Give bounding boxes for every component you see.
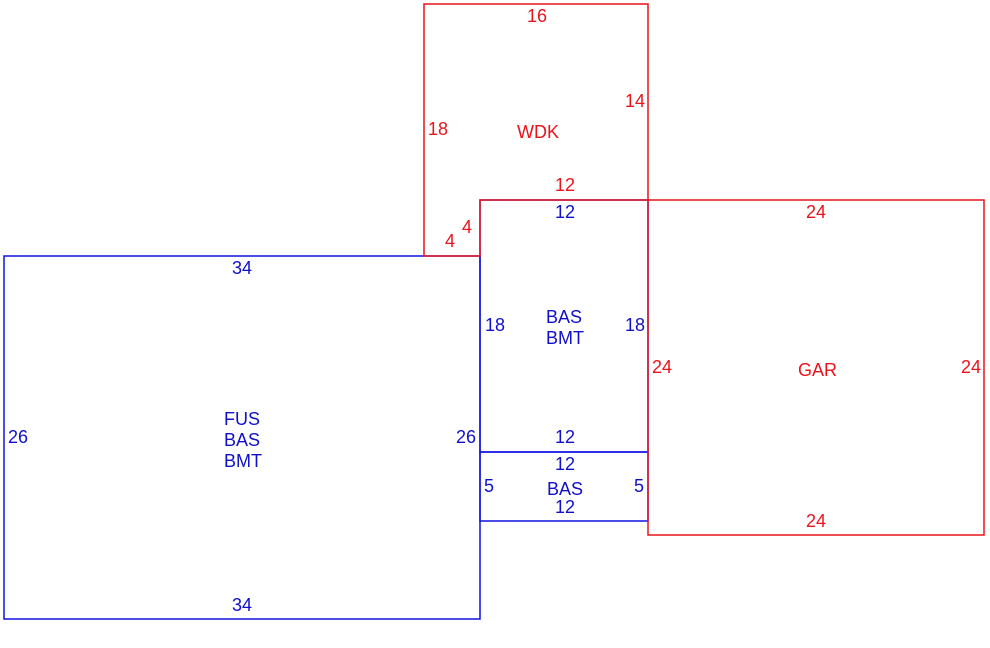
dim-fus-bottom: 34: [232, 595, 252, 615]
dim-bas-lower-top: 12: [555, 454, 575, 474]
area-bas-upper[interactable]: 12 18 18 12 BAS BMT: [479, 199, 649, 453]
area-fus-label-2: BAS: [224, 430, 260, 450]
area-fus[interactable]: 34 26 26 34 FUS BAS BMT: [3, 255, 481, 620]
area-bas-lower-label: BAS: [547, 479, 583, 499]
dim-wdk-top: 16: [527, 6, 547, 26]
area-gar-outline[interactable]: [647, 199, 985, 536]
dim-wdk-right: 14: [625, 91, 645, 111]
dim-bas-upper-right: 18: [625, 315, 645, 335]
dim-fus-left: 26: [8, 427, 28, 447]
dim-bas-lower-left: 5: [484, 476, 494, 496]
dim-gar-bottom: 24: [806, 511, 826, 531]
area-fus-label-1: FUS: [224, 409, 260, 429]
area-bas-upper-label-1: BAS: [546, 307, 582, 327]
area-wdk[interactable]: 16 18 14 12 WDK 4 4: [423, 3, 649, 257]
dim-wdk-left: 18: [428, 119, 448, 139]
dim-wdk-bottom-inner: 12: [555, 175, 575, 195]
dim-gar-top: 24: [806, 202, 826, 222]
dim-bas-lower-bottom: 12: [555, 497, 575, 517]
dim-wdk-notch-vertical: 4: [462, 217, 472, 237]
area-bas-upper-label-2: BMT: [546, 328, 584, 348]
dim-wdk-notch-horizontal: 4: [445, 231, 455, 251]
area-gar-label: GAR: [798, 360, 837, 380]
dim-bas-upper-left: 18: [485, 315, 505, 335]
area-fus-label-3: BMT: [224, 451, 262, 471]
dim-bas-lower-right: 5: [634, 476, 644, 496]
area-wdk-label: WDK: [517, 122, 559, 142]
dim-gar-right: 24: [961, 357, 981, 377]
dim-fus-top: 34: [232, 258, 252, 278]
dim-fus-right: 26: [456, 427, 476, 447]
area-bas-lower[interactable]: 12 5 5 BAS 12: [479, 451, 649, 522]
dim-bas-upper-top: 12: [555, 202, 575, 222]
dim-gar-left: 24: [652, 357, 672, 377]
area-gar[interactable]: 24 24 24 24 GAR: [647, 199, 985, 536]
dim-bas-upper-bottom: 12: [555, 427, 575, 447]
